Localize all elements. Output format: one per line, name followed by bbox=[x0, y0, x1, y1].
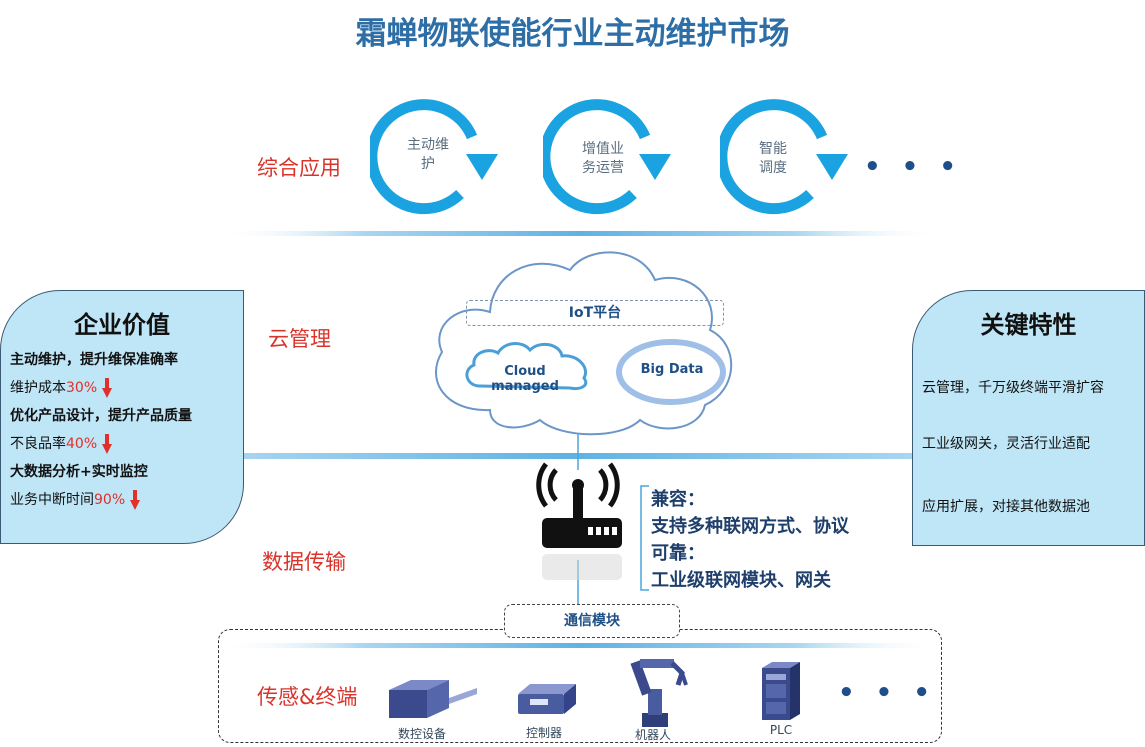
compat-text: 支持多种联网方式、协议 bbox=[651, 516, 849, 537]
app-item-value-added-ops: 增值业 务运营 bbox=[563, 140, 643, 178]
reliable-text: 工业级联网模块、网关 bbox=[651, 570, 831, 591]
cnc-machine-icon bbox=[389, 680, 477, 718]
big-data-icon bbox=[616, 339, 726, 405]
down-arrow-icon bbox=[102, 378, 112, 398]
device-label: PLC bbox=[769, 723, 793, 737]
app-item-line1: 智能 bbox=[759, 141, 787, 157]
device-label: 控制器 bbox=[525, 726, 562, 740]
key-features-panel: 关键特性 云管理，千万级终端平滑扩容 工业级网关，灵活行业适配 应用扩展，对接其… bbox=[912, 290, 1145, 546]
compat-title: 兼容： bbox=[651, 489, 705, 510]
bracket-icon bbox=[640, 485, 649, 591]
app-layer-line bbox=[220, 231, 940, 236]
router-icon bbox=[536, 462, 622, 580]
key-feature-line: 云管理，千万级终端平滑扩容 bbox=[922, 380, 1104, 396]
layer-label-transmission: 数据传输 bbox=[262, 550, 346, 574]
enterprise-value-line: 优化产品设计，提升产品质量 bbox=[10, 408, 192, 424]
gateway-features: 兼容： 支持多种联网方式、协议 可靠： 工业级联网模块、网关 bbox=[651, 486, 849, 594]
app-more-ellipsis: • • • bbox=[864, 152, 962, 182]
cycle-arrow-icon bbox=[543, 99, 671, 215]
reliable-title: 可靠： bbox=[651, 543, 705, 564]
app-item-line2: 护 bbox=[421, 156, 435, 172]
down-arrow-icon bbox=[102, 434, 112, 454]
robot-arm-icon bbox=[630, 659, 688, 727]
device-more-ellipsis: • • • bbox=[838, 678, 936, 708]
cloud-managed-icon bbox=[465, 342, 588, 390]
app-item-active-maintenance: 主动维 护 bbox=[388, 136, 468, 174]
cycle-arrow-icon bbox=[720, 99, 848, 215]
device-label: 数控设备 bbox=[397, 727, 446, 741]
device-label: 机器人 bbox=[634, 728, 671, 742]
big-data-label: Big Data bbox=[640, 362, 704, 377]
app-item-line1: 主动维 bbox=[407, 137, 449, 153]
layer-label-terminal: 传感&终端 bbox=[257, 685, 358, 709]
key-features-title: 关键特性 bbox=[980, 311, 1077, 339]
enterprise-value-line: 大数据分析+实时监控 bbox=[10, 464, 148, 480]
enterprise-value-line: 业务中断时间90% bbox=[10, 489, 192, 517]
key-feature-line: 工业级网关，灵活行业适配 bbox=[922, 436, 1090, 452]
terminal-layer-line bbox=[220, 643, 940, 648]
page-title: 霜蝉物联使能行业主动维护市场 bbox=[355, 16, 790, 52]
plc-icon bbox=[762, 662, 800, 720]
enterprise-value-line: 主动维护，提升维保准确率 bbox=[10, 352, 178, 368]
iot-platform-box: IoT平台 bbox=[466, 300, 724, 326]
controller-icon bbox=[518, 684, 576, 714]
terminal-area bbox=[218, 629, 942, 743]
app-item-line2: 务运营 bbox=[582, 160, 624, 176]
cycle-arrow-icon bbox=[370, 99, 498, 215]
app-item-line1: 增值业 bbox=[582, 141, 624, 157]
cloud-managed-label: Cloud managed bbox=[491, 364, 559, 394]
cloud-layer-line bbox=[0, 453, 1145, 459]
enterprise-value-panel: 企业价值 主动维护，提升维保准确率 维护成本30% 优化产品设计，提升产品质量 … bbox=[0, 290, 244, 544]
comm-module-box: 通信模块 bbox=[504, 604, 680, 638]
down-arrow-icon bbox=[130, 490, 140, 510]
layer-label-application: 综合应用 bbox=[257, 156, 341, 180]
enterprise-value-line: 维护成本30% bbox=[10, 377, 192, 405]
layer-label-cloud: 云管理 bbox=[268, 327, 331, 351]
app-item-line2: 调度 bbox=[759, 160, 787, 176]
app-item-smart-dispatch: 智能 调度 bbox=[733, 140, 813, 178]
enterprise-value-list: 主动维护，提升维保准确率 维护成本30% 优化产品设计，提升产品质量 不良品率4… bbox=[10, 349, 192, 517]
enterprise-value-title: 企业价值 bbox=[74, 311, 170, 339]
enterprise-value-line: 不良品率40% bbox=[10, 433, 192, 461]
key-feature-line: 应用扩展，对接其他数据池 bbox=[922, 499, 1090, 515]
